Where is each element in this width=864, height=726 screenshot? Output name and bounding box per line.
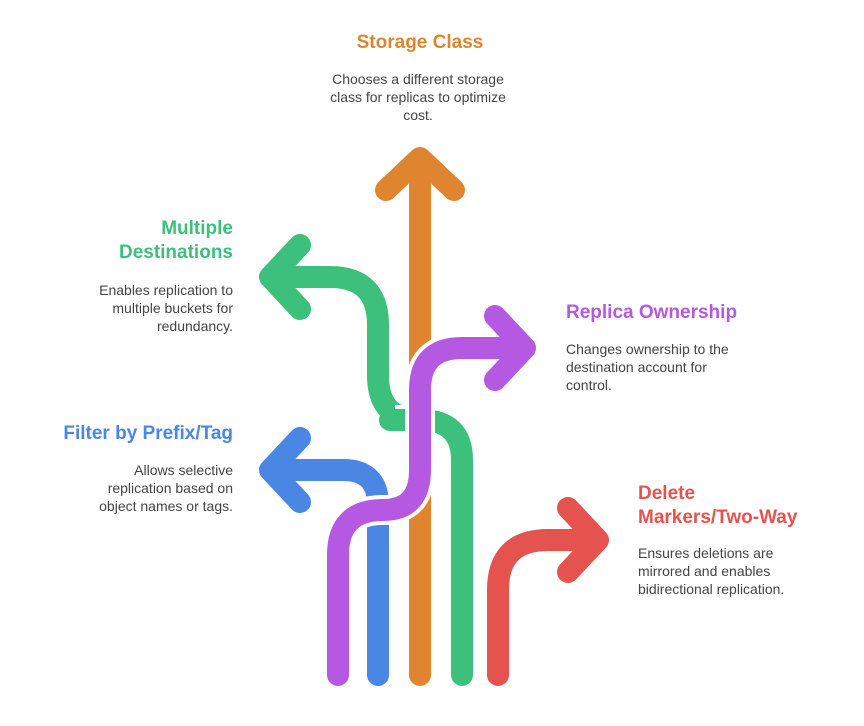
- multiple-destinations-description: Enables replication to multiple buckets …: [99, 282, 233, 334]
- filter-description: Allows selective replication based on ob…: [99, 462, 233, 514]
- multiple-destinations-arrow: [259, 234, 431, 431]
- delete-markers-description: Ensures deletions are mirrored and enabl…: [638, 545, 785, 597]
- delete-markers-arrow: [487, 497, 609, 686]
- replica-ownership-title: Replica Ownership: [566, 302, 738, 323]
- filter-title: Filter by Prefix/Tag: [63, 423, 233, 444]
- storage-class-title: Storage Class: [356, 32, 484, 53]
- multiple-destinations-title: Multiple Destinations: [118, 218, 233, 263]
- replica-ownership-arrow: [327, 305, 536, 686]
- replica-ownership-description: Changes ownership to the destination acc…: [566, 341, 729, 393]
- delete-markers-title: Delete Markers/Two-Way: [638, 483, 798, 528]
- storage-class-description: Chooses a different storage class for re…: [330, 71, 506, 123]
